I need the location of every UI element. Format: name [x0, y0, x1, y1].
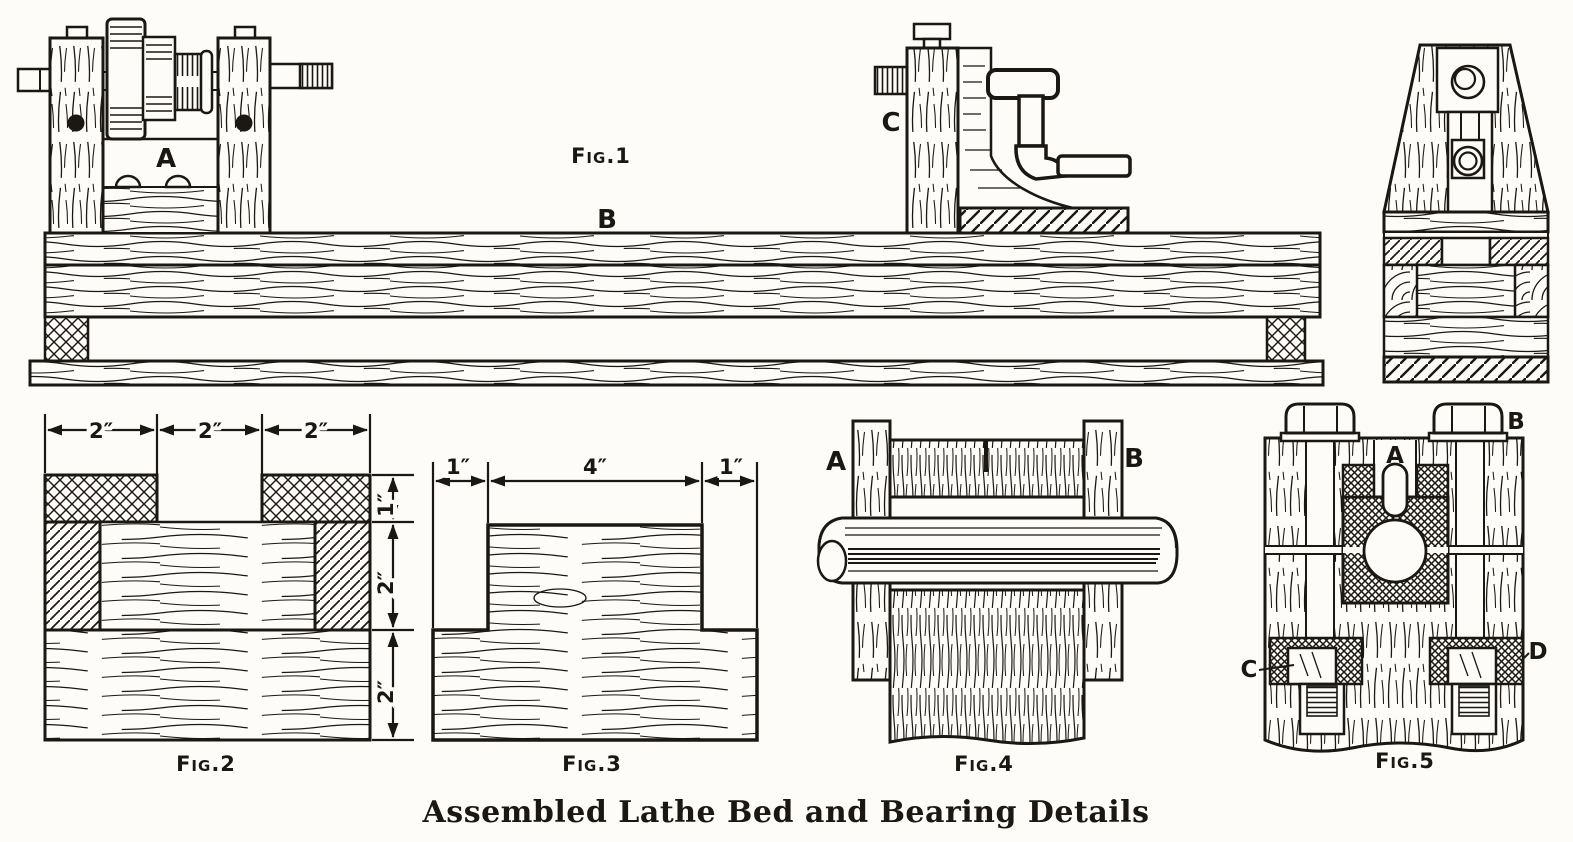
bed-end-block-left [43, 315, 90, 363]
bed-end-block-right [1265, 315, 1307, 363]
fig3-label: Fig.3 [562, 752, 622, 776]
fig4-label: Fig.4 [954, 752, 1014, 776]
bed-bottom-rail [28, 359, 1325, 387]
bolt-right [1427, 402, 1509, 443]
fig2-dim-top-3: 2″ [304, 419, 328, 443]
bearing-post-right [216, 36, 272, 235]
headstock-base [102, 186, 219, 234]
fig2-label: Fig.2 [176, 752, 236, 776]
fig5-label: Fig.5 [1375, 749, 1435, 773]
fig2-dim-top-2: 2″ [198, 419, 222, 443]
fig3-dim-1: 1″ [446, 455, 470, 479]
bolt-channels [1305, 440, 1485, 638]
fig4-right-label: B [1124, 444, 1144, 474]
lower-bore-inner [1458, 151, 1478, 171]
shaft [816, 516, 1179, 585]
nut-pocket-left [1268, 636, 1364, 736]
screw-bump-left [114, 174, 142, 189]
fig2-dim-top-1: 2″ [89, 419, 113, 443]
label-d-leader [1520, 652, 1530, 662]
bearing-board [888, 588, 1086, 746]
fig4-left-label: A [826, 447, 846, 477]
fig2-section [43, 473, 372, 742]
square-nut-left [1286, 646, 1338, 686]
fig2-bed-cross-section: 2″ 2″ 2″ 1″ 2″ 2″ Fig.2 [43, 414, 414, 776]
fig3-dim-2: 4″ [583, 455, 607, 479]
lathe-bed [28, 231, 1325, 387]
tailstock-base [958, 206, 1130, 235]
split-joint [1265, 545, 1523, 555]
oil-slot [1381, 462, 1409, 518]
fig2-dimensions [43, 414, 414, 742]
label-c-leader [1258, 664, 1295, 671]
bed-top-rail [43, 231, 1322, 267]
tailstock-cap [912, 22, 952, 41]
spindle-thread-end [298, 62, 334, 90]
stud-thread-left [1306, 685, 1338, 717]
tailstock [873, 22, 1132, 235]
bearing-post-left [48, 36, 105, 235]
tailstock-body-grain [963, 65, 1020, 189]
fig2-dim-side-2: 2″ [374, 571, 398, 595]
headstock [16, 17, 334, 235]
plate-caption: Assembled Lathe Bed and Bearing Details [422, 795, 1150, 830]
bolt-head-right [235, 114, 253, 132]
fig4-bearing-side-view: A B Fig.4 [816, 419, 1179, 776]
fig5-bearing-section: A B C D Fig.5 [1241, 402, 1548, 773]
wood-knot [533, 588, 587, 608]
tool-rest [986, 68, 1132, 181]
fig5-label-c: C [1241, 657, 1258, 683]
fig3-section [431, 523, 759, 742]
fig2-dim-side-1: 1″ [374, 493, 398, 517]
fig3-dimensions [431, 462, 759, 628]
bearing-block [1341, 462, 1450, 605]
tailstock-post [905, 46, 960, 235]
cone-pulley [105, 17, 214, 141]
fig5-label-b: B [1507, 409, 1525, 435]
spindle-bore-inner [1453, 67, 1477, 91]
nut-pocket-right [1428, 636, 1525, 736]
bed-main-rail [43, 263, 1322, 319]
bolt-left [1279, 402, 1361, 443]
fig2-dim-side-3: 2″ [374, 680, 398, 704]
end-view-bed-section [1382, 210, 1550, 384]
tailstock-screw [873, 65, 910, 96]
spindle-stub-left [16, 67, 53, 93]
shaft-hole [1362, 518, 1428, 584]
fig5-label-d: D [1528, 639, 1547, 665]
tailstock-label: C [881, 108, 900, 138]
lathe-end-view [1382, 43, 1550, 384]
fig3-dim-3: 1″ [719, 455, 743, 479]
fig1-assembled-lathe: A C [16, 17, 1550, 387]
fig5-label-a: A [1386, 443, 1404, 469]
shaft-end-cap [816, 539, 848, 583]
headstock-label: A [156, 144, 176, 174]
screw-bump-right [164, 174, 192, 189]
fig3-bed-cap-section: 1″ 4″ 1″ Fig.3 [431, 451, 759, 776]
bolt-head-left [67, 114, 85, 132]
bed-label: B [597, 205, 617, 235]
fig1-label: Fig.1 [571, 144, 631, 168]
stud-thread-right [1458, 685, 1490, 717]
